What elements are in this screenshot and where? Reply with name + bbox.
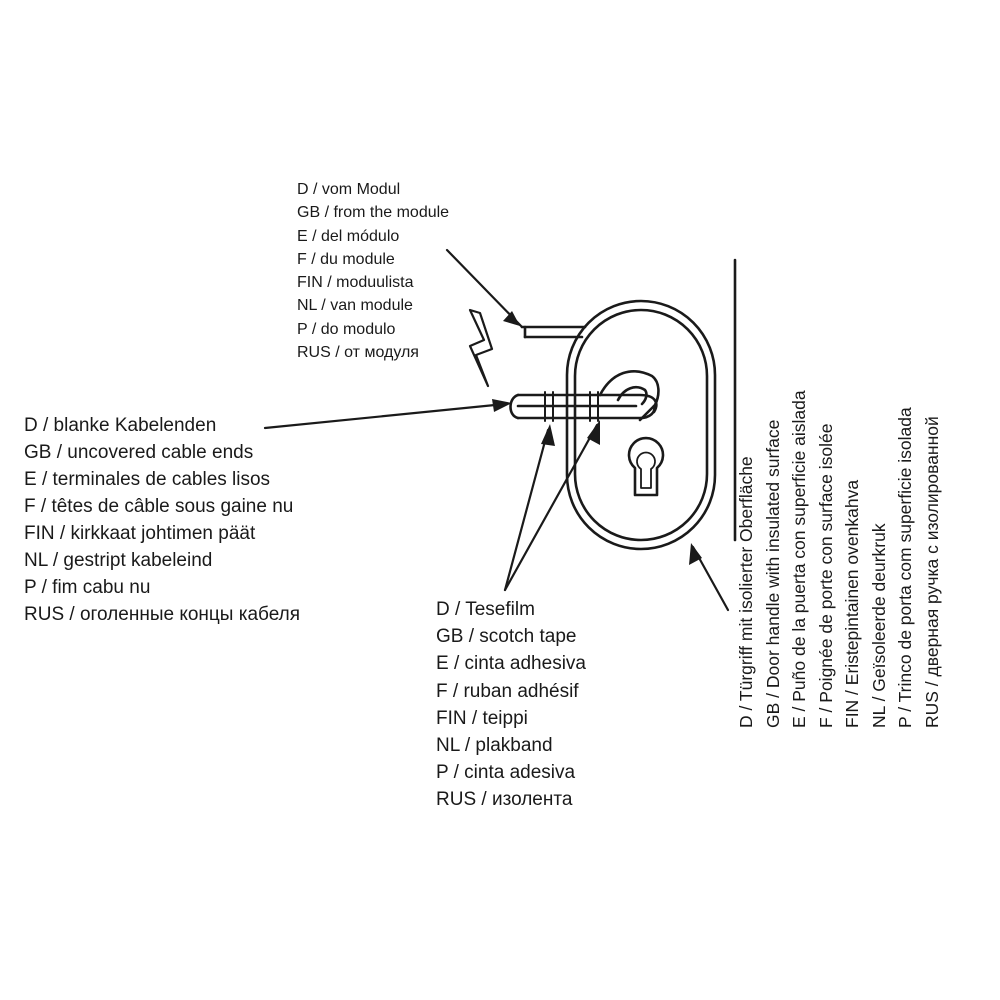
label-item: FIN / moduulista [297, 274, 414, 292]
label-item: NL / gestript kabeleind [24, 550, 213, 571]
label-item: D / blanke Kabelenden [24, 415, 217, 436]
label-item: NL / van module [297, 297, 413, 315]
label-item: NL / Geïsoleerde deurkruk [868, 523, 889, 728]
door-handle-escutcheon [565, 299, 717, 551]
cable-ends-labels: D / blanke Kabelenden GB / uncovered cab… [24, 412, 300, 628]
label-item: FIN / kirkkaat johtimen päät [24, 523, 256, 544]
label-item: D / Türgriff mit isolierter Oberfläche [736, 456, 756, 728]
door-handle-lever [598, 370, 660, 422]
label-item: D / Tesefilm [436, 599, 535, 620]
module-cable-labels: D / vom Modul GB / from the module E / d… [297, 178, 449, 364]
label-item: P / cinta adesiva [436, 762, 576, 784]
label-item: GB / from the module [297, 204, 450, 222]
label-item: GB / Door handle with insulated surface [762, 419, 783, 728]
door-handle-label-list: D / Türgriff mit isolierter Oberfläche G… [733, 258, 945, 728]
scotch-tape-wraps [544, 391, 599, 422]
label-item: GB / scotch tape [436, 626, 577, 648]
keyhole [627, 436, 665, 497]
label-item: RUS / от модуля [297, 344, 419, 362]
label-item: FIN / teippi [436, 707, 528, 729]
label-item: P / Trinco de porta com superficie isola… [895, 407, 915, 728]
lightning-bolt-icon [468, 308, 494, 388]
label-item: E / cinta adhesiva [436, 653, 586, 675]
label-item: D / vom Modul [297, 181, 401, 198]
label-item: P / fim cabu nu [24, 577, 151, 598]
label-item: RUS / изолента [436, 789, 573, 811]
module-cable [520, 325, 587, 339]
label-item: P / do modulo [297, 320, 396, 338]
label-item: NL / plakband [436, 735, 553, 757]
label-item: E / del módulo [297, 227, 400, 245]
label-item: F / ruban adhésif [436, 680, 579, 702]
label-item: E / terminales de cables lisos [24, 469, 271, 490]
label-item: F / du module [297, 250, 395, 268]
label-item: E / Puño de la puerta con superficie ais… [789, 390, 809, 728]
handle-tube [509, 393, 658, 420]
door-handle-labels: D / Türgriff mit isolierter Oberfläche G… [733, 258, 973, 728]
label-item: RUS / дверная ручка с изолированной [921, 416, 942, 728]
arrowheads [492, 311, 702, 565]
label-item: F / têtes de câble sous gaine nu [24, 496, 294, 517]
label-item: RUS / оголенные концы кабеля [24, 604, 301, 625]
label-item: GB / uncovered cable ends [24, 442, 254, 463]
label-item: F / Poignée de porte con surface isolée [815, 423, 836, 729]
scotch-tape-labels: D / Tesefilm GB / scotch tape E / cinta … [436, 596, 586, 814]
label-item: FIN / Eristepintainen ovenkahva [842, 479, 862, 728]
